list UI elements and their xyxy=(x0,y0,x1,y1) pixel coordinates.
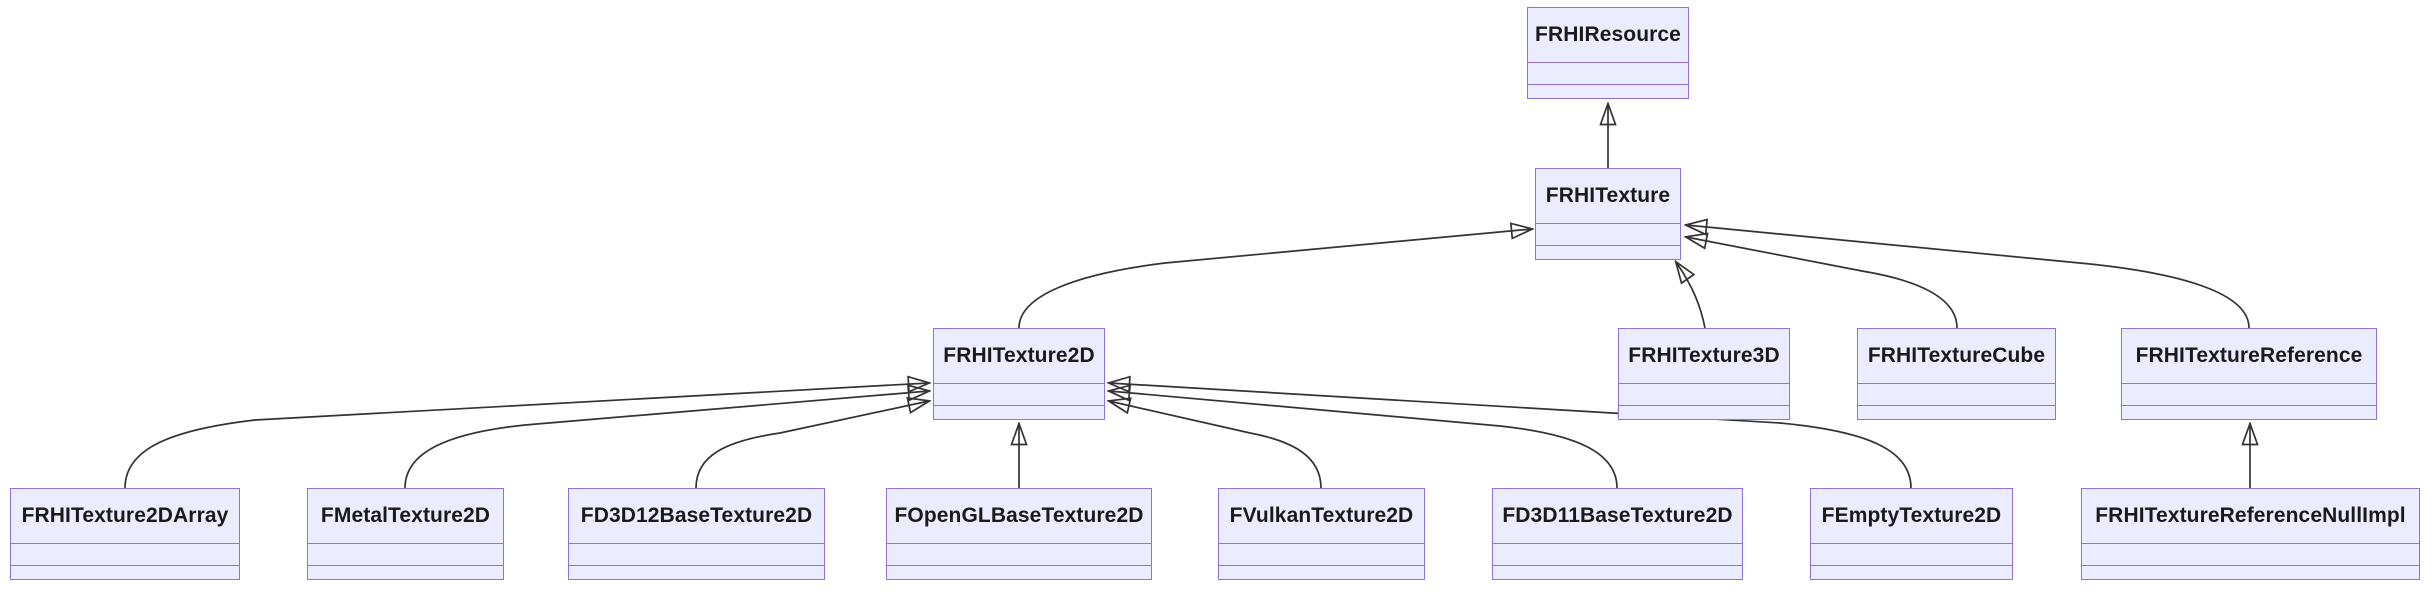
edge-frhitexturereference-to-frhitexture xyxy=(1686,225,2250,329)
class-name: FRHITextureCube xyxy=(1867,344,2046,367)
fields-compartment xyxy=(1619,383,1789,405)
class-name: FOpenGLBaseTexture2D xyxy=(894,504,1144,527)
class-node-frhitexture3d[interactable]: FRHITexture3D xyxy=(1618,328,1790,420)
class-node-frhitexturecube[interactable]: FRHITextureCube xyxy=(1857,328,2056,420)
fields-compartment xyxy=(569,543,824,565)
class-node-fvulkantexture2d[interactable]: FVulkanTexture2D xyxy=(1218,488,1425,580)
methods-compartment xyxy=(1858,405,2055,419)
edge-fd3d11basetexture2d-to-frhitexture2d xyxy=(1109,391,1618,489)
methods-compartment xyxy=(1811,565,2012,579)
class-node-fd3d12basetexture2d[interactable]: FD3D12BaseTexture2D xyxy=(568,488,825,580)
methods-compartment xyxy=(308,565,503,579)
class-node-frhitexture2d[interactable]: FRHITexture2D xyxy=(933,328,1105,420)
class-name: FEmptyTexture2D xyxy=(1821,504,2002,527)
fields-compartment xyxy=(2082,543,2419,565)
methods-compartment xyxy=(1619,405,1789,419)
edge-frhitexturecube-to-frhitexture xyxy=(1686,237,1958,329)
class-node-femptytexture2d[interactable]: FEmptyTexture2D xyxy=(1810,488,2013,580)
class-name: FVulkanTexture2D xyxy=(1229,504,1414,527)
class-node-frhitexture2darray[interactable]: FRHITexture2DArray xyxy=(10,488,240,580)
fields-compartment xyxy=(1219,543,1424,565)
fields-compartment xyxy=(1536,223,1680,245)
class-name: FRHITexture xyxy=(1545,184,1671,207)
edge-frhitexture2darray-to-frhitexture2d xyxy=(124,383,929,489)
fields-compartment xyxy=(1493,543,1742,565)
edge-fmetaltexture2d-to-frhitexture2d xyxy=(404,391,929,489)
edge-frhitexture2d-to-frhitexture xyxy=(1018,229,1532,329)
methods-compartment xyxy=(1536,245,1680,259)
class-name: FRHITexture2D xyxy=(943,344,1095,367)
class-node-fmetaltexture2d[interactable]: FMetalTexture2D xyxy=(307,488,504,580)
methods-compartment xyxy=(2122,405,2376,419)
edge-fvulkantexture2d-to-frhitexture2d xyxy=(1109,401,1322,489)
class-node-fd3d11basetexture2d[interactable]: FD3D11BaseTexture2D xyxy=(1492,488,1743,580)
edge-femptytexture2d-to-frhitexture2d xyxy=(1109,383,1912,489)
class-name: FRHITexture2DArray xyxy=(21,504,229,527)
fields-compartment xyxy=(2122,383,2376,405)
fields-compartment xyxy=(11,543,239,565)
methods-compartment xyxy=(934,405,1104,419)
class-node-frhitexturereference[interactable]: FRHITextureReference xyxy=(2121,328,2377,420)
edge-frhitexture3d-to-frhitexture xyxy=(1676,262,1706,329)
fields-compartment xyxy=(1858,383,2055,405)
class-node-frhiresource[interactable]: FRHIResource xyxy=(1527,7,1689,99)
class-name: FRHITexture3D xyxy=(1628,344,1780,367)
methods-compartment xyxy=(1493,565,1742,579)
methods-compartment xyxy=(2082,565,2419,579)
class-name: FRHITextureReferenceNullImpl xyxy=(2095,504,2406,527)
class-node-fopenglbasetexture2d[interactable]: FOpenGLBaseTexture2D xyxy=(886,488,1152,580)
class-node-frhitexture[interactable]: FRHITexture xyxy=(1535,168,1681,260)
methods-compartment xyxy=(11,565,239,579)
fields-compartment xyxy=(887,543,1151,565)
fields-compartment xyxy=(1811,543,2012,565)
class-name: FRHITextureReference xyxy=(2135,344,2363,367)
class-name: FD3D12BaseTexture2D xyxy=(580,504,813,527)
methods-compartment xyxy=(569,565,824,579)
class-name: FD3D11BaseTexture2D xyxy=(1502,504,1733,527)
fields-compartment xyxy=(1528,62,1688,84)
methods-compartment xyxy=(887,565,1151,579)
fields-compartment xyxy=(934,383,1104,405)
edge-fd3d12basetexture2d-to-frhitexture2d xyxy=(695,401,929,489)
methods-compartment xyxy=(1219,565,1424,579)
class-name: FRHIResource xyxy=(1535,23,1681,46)
methods-compartment xyxy=(1528,84,1688,98)
class-node-frhitexturereferencenullimpl[interactable]: FRHITextureReferenceNullImpl xyxy=(2081,488,2420,580)
fields-compartment xyxy=(308,543,503,565)
class-name: FMetalTexture2D xyxy=(320,504,491,527)
